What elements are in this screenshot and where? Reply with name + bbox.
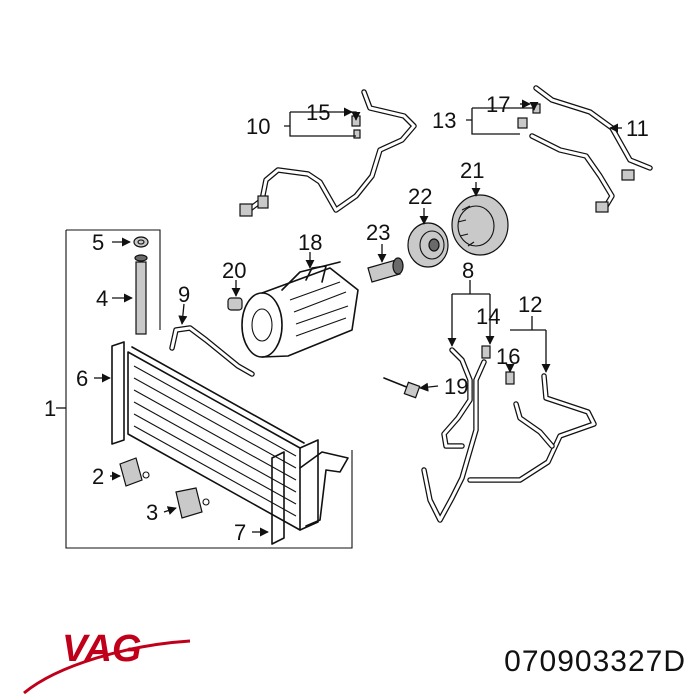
callout-16: 16 — [496, 344, 520, 369]
mount-bracket-2 — [119, 457, 150, 487]
callout-3: 3 — [146, 500, 158, 525]
callout-1: 1 — [44, 396, 56, 421]
callout-11: 11 — [626, 116, 649, 141]
callout-2: 2 — [92, 464, 104, 489]
callout-4: 4 — [96, 286, 108, 311]
bolt-19 — [383, 377, 421, 399]
callout-20: 20 — [222, 258, 246, 283]
part-number: 070903327D — [504, 645, 686, 678]
mount-bracket-3 — [175, 487, 210, 519]
hose-12 — [467, 373, 597, 483]
service-valve-16 — [505, 371, 515, 385]
condenser-mount-bracket — [299, 451, 349, 527]
callout-22: 22 — [408, 184, 432, 209]
service-valve-14 — [481, 345, 491, 359]
callout-14: 14 — [476, 304, 500, 329]
callout-18: 18 — [298, 230, 322, 255]
clutch-pulley — [451, 194, 509, 256]
control-valve — [367, 257, 404, 283]
callout-17: 17 — [486, 92, 510, 117]
callout-10: 10 — [246, 114, 270, 139]
callout-19: 19 — [444, 374, 468, 399]
hose-10 — [239, 89, 417, 217]
callout-6: 6 — [76, 366, 88, 391]
leader-lines — [56, 99, 622, 537]
callout-21: 21 — [460, 158, 484, 183]
callout-labels: 1 2 3 4 5 6 7 8 9 10 11 12 13 14 15 16 1… — [44, 92, 649, 545]
ac-compressor — [241, 261, 359, 358]
logo-text: VAG — [62, 628, 142, 670]
vag-logo: VAG — [23, 628, 191, 695]
receiver-drier — [134, 254, 148, 335]
callout-8: 8 — [462, 258, 474, 283]
hose-11 — [529, 85, 653, 213]
callout-23: 23 — [366, 220, 390, 245]
callout-13: 13 — [432, 108, 456, 133]
compressor-valve — [227, 297, 243, 311]
condenser-left-bracket — [111, 341, 125, 445]
callout-5: 5 — [92, 230, 104, 255]
clutch-hub — [407, 222, 449, 268]
logo-swoosh — [23, 639, 191, 695]
condenser-right-bracket — [271, 451, 285, 545]
callout-7: 7 — [234, 520, 246, 545]
drier-cap — [133, 236, 149, 248]
condenser-core — [127, 346, 319, 531]
callout-12: 12 — [518, 292, 542, 317]
callout-9: 9 — [178, 282, 190, 307]
callout-15: 15 — [306, 100, 330, 125]
hose-8 — [421, 347, 487, 523]
condenser-group-box — [65, 229, 353, 549]
hose-9 — [169, 325, 255, 377]
